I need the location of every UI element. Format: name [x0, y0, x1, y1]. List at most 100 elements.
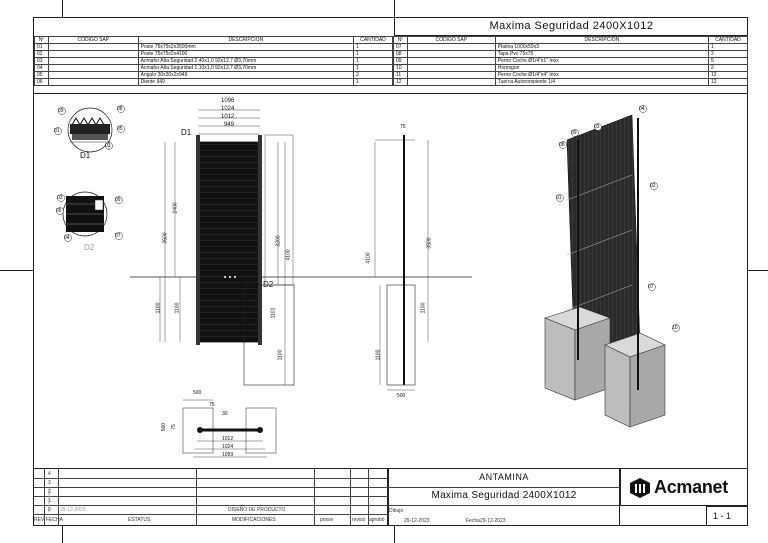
brand-name: Acmanet — [654, 477, 728, 497]
drawing-title: Maxima Seguridad 2400X1012 — [394, 17, 748, 36]
detail-d1 — [67, 107, 113, 153]
callout-d1-08 — [117, 105, 125, 113]
modificaciones-header: MODIFICACIONES — [232, 517, 276, 523]
callout-label: 03 — [594, 124, 600, 130]
callout-d1-01 — [54, 127, 62, 135]
rev-col — [58, 468, 59, 526]
rev-col — [350, 468, 351, 526]
plan-view — [182, 399, 277, 458]
date-label: 29-12-2023 — [480, 518, 506, 524]
dim-label: 500 — [397, 393, 406, 399]
frame-tick — [0, 270, 33, 271]
dim-label: 500 — [193, 390, 202, 396]
rev-number: 3 — [48, 480, 51, 486]
callout-label: 04 — [64, 235, 70, 241]
callout-label: 08 — [559, 142, 565, 148]
rev-line — [33, 478, 388, 479]
cell: Diente 949 — [137, 78, 355, 86]
dim-label: 3500 — [426, 237, 433, 249]
sheet-block: 1 - 1 — [706, 506, 748, 526]
dim-label: 4100 — [365, 252, 372, 264]
callout-label: 04 — [639, 106, 645, 112]
iso-callout-01 — [556, 194, 564, 202]
sheet-number: 1 - 1 — [713, 511, 732, 521]
dim-label: 1099 — [222, 452, 234, 458]
cell: Tuerca Autorompiente 1/4 — [494, 78, 710, 86]
isometric-view — [544, 114, 666, 428]
callout-label: 01 — [556, 195, 562, 201]
callout-d1-03 — [105, 142, 113, 150]
callout-label: 07 — [648, 284, 654, 290]
rev-line — [33, 487, 388, 488]
dim-label: 1100 — [375, 349, 382, 361]
dim-label: 1100 — [277, 349, 284, 361]
brand-block: Acmanet — [620, 468, 748, 506]
rev-line — [33, 514, 388, 515]
callout-d2-06 — [56, 207, 64, 215]
iso-callout-04 — [639, 105, 647, 113]
dibujo-label: Dibujo — [389, 508, 404, 514]
status-header: ESTATUS — [128, 517, 151, 523]
rev-number: 1 — [48, 498, 51, 504]
callout-d2-04 — [64, 234, 72, 242]
revisiones-label: REVISIONES — [46, 487, 52, 512]
callout-label: 01 — [54, 128, 60, 134]
dim-label: 949 — [224, 122, 235, 128]
acmanet-logo-icon — [630, 478, 650, 498]
frame-tick — [748, 270, 768, 271]
dim-label: 1100 — [420, 302, 427, 314]
rev-date: 29-12-2023 — [60, 507, 86, 513]
title-center-block — [388, 468, 620, 526]
front-d1-label: D1 — [181, 128, 192, 137]
rev-line — [33, 496, 388, 497]
rev-line — [33, 505, 388, 506]
dim-label: 500 — [161, 422, 168, 432]
callout-label: 10 — [672, 325, 678, 331]
callout-d2-07 — [115, 232, 123, 240]
dim-label: 1012 — [222, 436, 234, 442]
dim-label: 3500 — [162, 232, 169, 244]
drawing-title-block: Maxima Seguridad 2400X1012 — [431, 490, 577, 501]
iso-callout-10 — [672, 324, 680, 332]
callout-d1-09 — [58, 107, 66, 115]
rev-number: 2 — [48, 489, 51, 495]
dim-label: 75 — [170, 424, 177, 430]
cell: 12 — [708, 78, 748, 86]
dim-label: 30 — [222, 411, 228, 417]
iso-callout-02 — [650, 182, 658, 190]
section-divider — [33, 93, 748, 94]
frame-tick — [394, 526, 395, 543]
callout-label: 09 — [115, 197, 121, 203]
callout-label: 06 — [56, 208, 62, 214]
dim-label: 1024 — [221, 106, 235, 112]
fecha-label: Fecha — [466, 518, 480, 524]
date-label: 29-12-2023 — [404, 518, 430, 524]
fecha-header: FECHA — [46, 517, 63, 523]
dim-label: 75 — [209, 402, 215, 408]
client-name: ANTAMINA — [479, 472, 529, 482]
diseno-label: DISEÑO DE PRODUCTO — [228, 507, 286, 513]
iso-callout-07 — [648, 283, 656, 291]
callout-label: 02 — [650, 183, 656, 189]
dim-label: 1012 — [221, 114, 235, 120]
dim-label: 3200 — [275, 235, 282, 247]
callout-label: 09 — [571, 130, 577, 136]
callout-d2-03 — [57, 194, 65, 202]
front-view — [159, 109, 295, 386]
rev-number: 0 — [48, 507, 51, 513]
frame-tick — [62, 0, 63, 17]
rev-col — [314, 468, 315, 526]
rev-col — [44, 468, 45, 526]
callout-label: 07 — [115, 233, 121, 239]
callout-label: 09 — [58, 108, 64, 114]
cell: 12 — [393, 78, 408, 86]
callout-label: 03 — [57, 195, 63, 201]
callout-label: 08 — [117, 106, 123, 112]
frame-tick — [62, 526, 63, 543]
callout-d2-09 — [115, 196, 123, 204]
front-d2-label: D2 — [263, 280, 274, 289]
tb-line — [388, 487, 620, 488]
